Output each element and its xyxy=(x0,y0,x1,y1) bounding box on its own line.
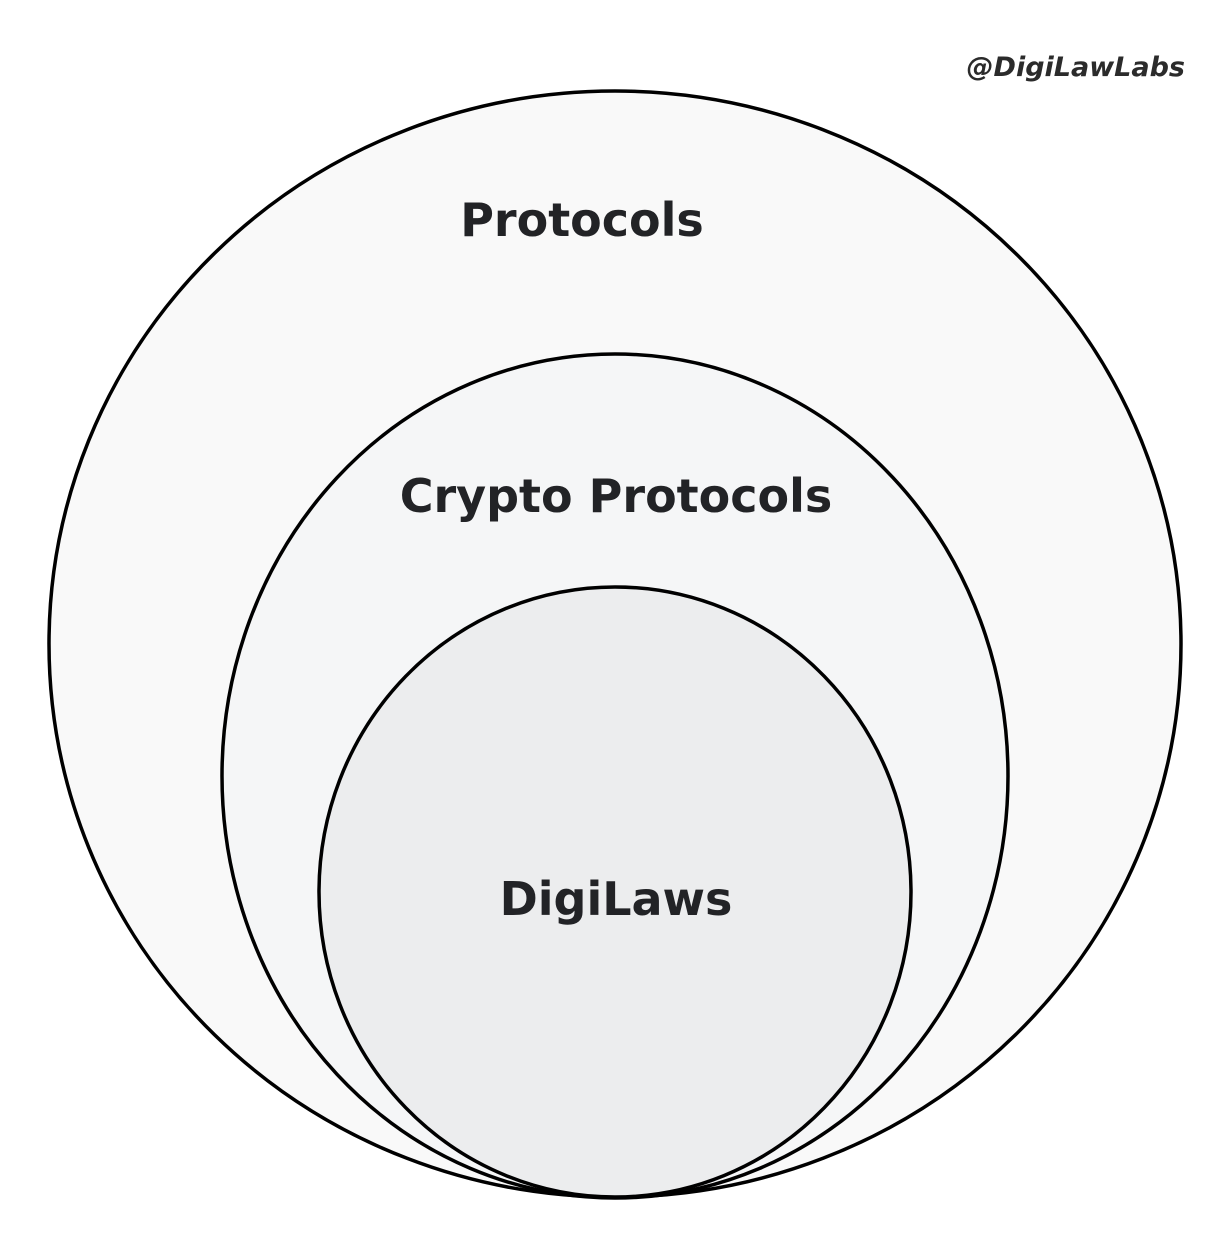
inner-circle-digilaws xyxy=(317,585,913,1199)
watermark-handle: @DigiLawLabs xyxy=(966,52,1185,83)
label-digilaws: DigiLaws xyxy=(499,872,733,926)
label-protocols: Protocols xyxy=(460,193,704,247)
label-crypto-protocols: Crypto Protocols xyxy=(399,469,833,523)
